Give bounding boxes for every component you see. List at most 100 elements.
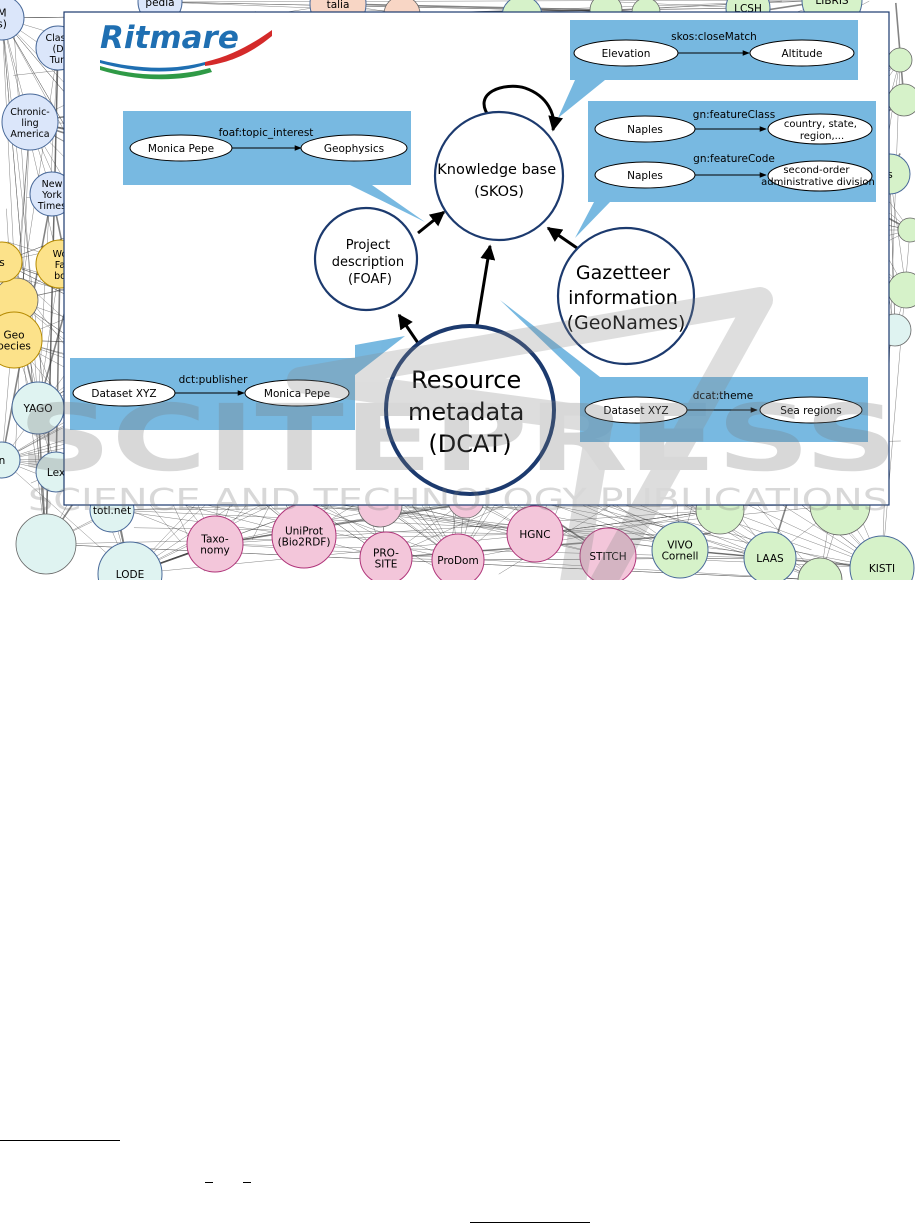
node-dcat-line-2: metadata <box>408 398 524 426</box>
object-sea-regions: Sea regions <box>780 405 842 417</box>
node-foaf: Project description (FOAF) <box>313 206 419 312</box>
node-geonames-line-2: information <box>568 287 678 309</box>
predicate-gn-feature-code: gn:featureCode <box>693 153 775 165</box>
bg-stitch-label-line: STITCH <box>589 551 626 563</box>
svg-text:s: s <box>0 257 5 269</box>
bg-m-label-line: M <box>0 8 7 20</box>
svg-text:KISTI: KISTI <box>869 563 895 575</box>
bg-pedia-label-line: pedia <box>145 0 174 9</box>
bg-nyt-label-line: York <box>41 190 62 201</box>
svg-text:ProDom: ProDom <box>437 555 478 567</box>
svg-text:LAAS: LAAS <box>756 553 784 565</box>
subject-naples-1: Naples <box>627 124 663 136</box>
svg-text:Ms): Ms) <box>0 8 7 31</box>
svg-text:HGNC: HGNC <box>519 529 550 541</box>
svg-text:UniProt(Bio2RDF): UniProt(Bio2RDF) <box>278 526 331 549</box>
triple-foaf-topic-interest: foaf:topic_interest Monica Pepe Geophysi… <box>129 127 408 162</box>
svg-text:talia: talia <box>327 0 350 11</box>
svg-text:totl.net: totl.net <box>93 505 131 517</box>
callout-dct <box>70 336 405 430</box>
node-skos-line-2: (SKOS) <box>474 184 524 200</box>
subject-dataset-xyz-2: Dataset XYZ <box>603 405 668 417</box>
bg-nyt-label-line: Times <box>37 201 66 212</box>
svg-text:YAGO: YAGO <box>23 403 53 415</box>
node-geonames: Gazetteer information (GeoNames) <box>556 226 696 366</box>
triple-skos-close-match: skos:closeMatch Elevation Altitude <box>573 31 855 67</box>
logo-swoosh-green <box>100 66 212 80</box>
bg-s-node: s <box>0 241 23 283</box>
svg-text:LODE: LODE <box>116 569 144 580</box>
bg-laas-label-line: LAAS <box>756 553 784 565</box>
background-node <box>887 47 913 73</box>
bg-prosite-label-line: SITE <box>375 559 398 571</box>
dcat-to-foaf-arrow <box>397 313 420 344</box>
background-node <box>887 83 915 117</box>
node-foaf-line-1: Project <box>346 238 390 253</box>
bg-prosite-node: PRO-SITE <box>359 531 413 585</box>
triple-dct-publisher: dct:publisher Dataset XYZ Monica Pepe <box>72 374 350 407</box>
watermark-line-1: SCITEPRESS <box>18 385 898 492</box>
ritmare-knowledge-base-diagram: Ms)Class(DTunpediataliathemeLCSHLIBRISCh… <box>0 0 915 673</box>
svg-text:STITCH: STITCH <box>589 551 626 563</box>
svg-text:Gazetteer information: Gazetteer information (GeoNames) <box>567 262 686 334</box>
bg-totl-label-line: totl.net <box>93 505 131 517</box>
bg-prodom-label-line: ProDom <box>437 555 478 567</box>
svg-text:s: s <box>887 169 892 181</box>
bg-s-label-line: s <box>0 257 5 269</box>
watermark: SCITEPRESS SCIENCE AND TECHNOLOGY PUBLIC… <box>18 287 898 673</box>
svg-text:LIBRIS: LIBRIS <box>815 0 849 7</box>
subject-elevation: Elevation <box>602 48 651 60</box>
subject-dataset-xyz-1: Dataset XYZ <box>91 388 156 400</box>
bg-talia-label-line: talia <box>327 0 350 11</box>
bg-s2-label-line: s <box>887 169 892 181</box>
svg-text:second-order administrat: second-order administrative division <box>761 165 875 188</box>
bg-lex-label-line: Lex <box>47 467 65 479</box>
central-arrows <box>397 84 578 344</box>
bg-libris-label-line: LIBRIS <box>815 0 849 7</box>
object-altitude: Altitude <box>781 48 822 60</box>
bg-nyt-label-line: New <box>42 179 63 190</box>
svg-text:pedia: pedia <box>145 0 174 9</box>
dcat-to-skos-arrow <box>475 244 496 326</box>
background-edge <box>465 499 771 559</box>
bg-n-node: n <box>0 441 21 479</box>
bg-uniprot-label-line: UniProt <box>285 526 323 538</box>
footnote-mark-2 <box>243 1182 251 1183</box>
background-edge <box>534 509 721 535</box>
logo-text: Ritmare <box>100 20 239 56</box>
svg-text:Resource metadata: Resource metadata (DCAT) <box>408 366 532 458</box>
svg-text:Knowledge base (SKOS): Knowledge base (SKOS) <box>437 162 561 200</box>
watermark-line-2: SCIENCE AND TECHNOLOGY PUBLICATIONS <box>28 483 888 518</box>
diagram-svg: Ms)Class(DTunpediataliathemeLCSHLIBRISCh… <box>0 0 915 673</box>
bg-laas-node: LAAS <box>743 531 797 585</box>
svg-text:Taxo-nomy: Taxo-nomy <box>200 534 230 557</box>
background-edge <box>55 263 61 473</box>
bg-chronicling-label-line: America <box>10 129 49 140</box>
footnote-mark-1 <box>205 1182 213 1183</box>
bg-chronicling-label-line: Chronic- <box>10 107 49 118</box>
predicate-gn-feature-class: gn:featureClass <box>693 109 775 121</box>
bg-taxonomy-node: Taxo-nomy <box>186 515 244 573</box>
node-skos: Knowledge base (SKOS) <box>433 110 565 242</box>
svg-text:PRO-SITE: PRO-SITE <box>373 548 399 571</box>
bg-hgnc-label-line: HGNC <box>519 529 550 541</box>
bg-geospecies-label-line: pecies <box>0 341 31 353</box>
subject-monica-pepe-1: Monica Pepe <box>148 143 214 155</box>
predicate-foaf-topic-interest: foaf:topic_interest <box>219 127 314 139</box>
triple-gn-feature-class: gn:featureClass Naples country, state, r… <box>594 109 873 145</box>
bg-kisti-label-line: KISTI <box>869 563 895 575</box>
svg-text:Project description: Project description (FOAF) <box>332 238 408 287</box>
node-dcat: Resource metadata (DCAT) <box>384 324 556 496</box>
object-admin-line-1: second-order <box>783 165 850 176</box>
bg-vivo-label-line: VIVO <box>667 540 693 552</box>
bg-class-label-line: Tun <box>49 55 66 66</box>
